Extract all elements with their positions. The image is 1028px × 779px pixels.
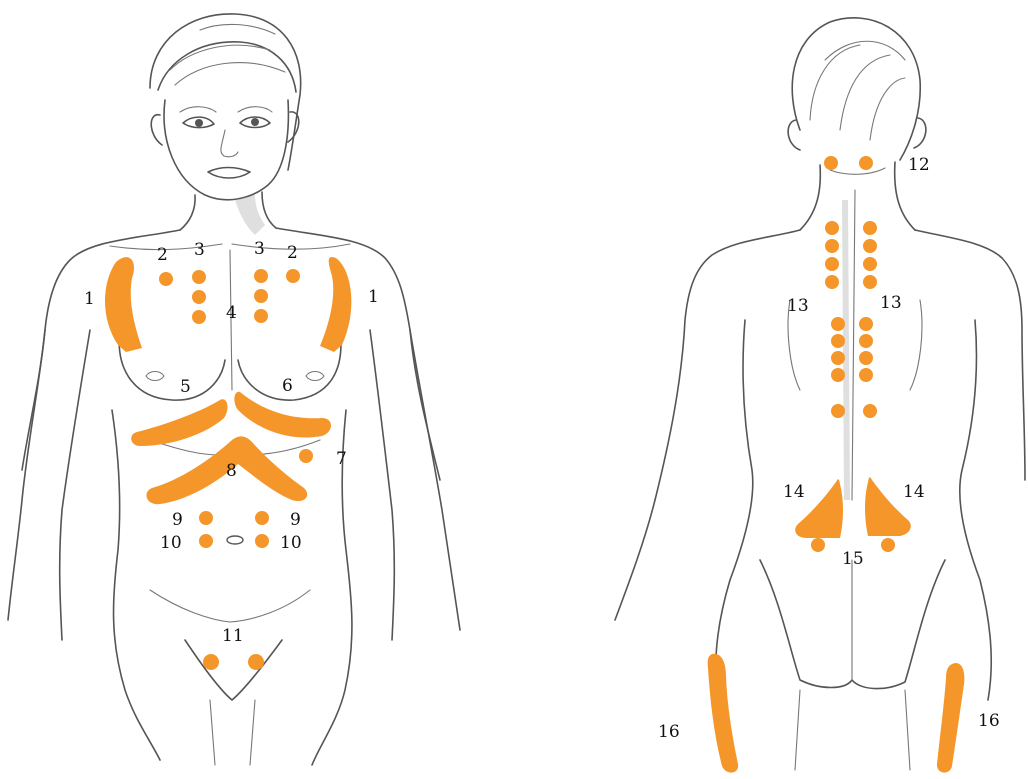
label-5: 5 xyxy=(180,377,191,397)
label-14-right: 14 xyxy=(903,482,925,502)
zone-5 xyxy=(131,399,227,446)
zone-12-left xyxy=(824,156,838,170)
zone-2-left xyxy=(159,272,173,286)
zone-3-left-a xyxy=(192,270,206,284)
back-figure xyxy=(615,18,1025,770)
label-10-right: 10 xyxy=(280,533,302,553)
zone-13-a2 xyxy=(825,239,839,253)
zone-13-e1 xyxy=(831,404,845,418)
zone-10-right xyxy=(255,534,269,548)
zone-13-b1 xyxy=(863,221,877,235)
zone-13-d4 xyxy=(859,368,873,382)
zone-3-right-b xyxy=(254,289,268,303)
label-8: 8 xyxy=(226,461,237,481)
zone-16-left xyxy=(708,654,739,773)
label-16-left: 16 xyxy=(658,722,680,742)
zone-1-right xyxy=(320,257,351,352)
label-10-left: 10 xyxy=(160,533,182,553)
label-16-right: 16 xyxy=(978,711,1000,731)
label-4: 4 xyxy=(226,303,237,323)
label-13-left: 13 xyxy=(787,296,809,316)
back-tender-zones xyxy=(708,156,965,773)
front-figure xyxy=(8,14,460,765)
label-2-left: 2 xyxy=(157,245,168,265)
zone-3-right-a xyxy=(254,269,268,283)
zone-13-c3 xyxy=(831,351,845,365)
label-2-right: 2 xyxy=(287,243,298,263)
zone-7 xyxy=(299,449,313,463)
zone-15-left xyxy=(811,538,825,552)
label-1-right: 1 xyxy=(368,287,379,307)
zone-13-c2 xyxy=(831,334,845,348)
zone-3-left-b xyxy=(192,290,206,304)
zone-13-c1 xyxy=(831,317,845,331)
zone-2-right xyxy=(286,269,300,283)
zone-13-d2 xyxy=(859,334,873,348)
label-14-left: 14 xyxy=(783,482,805,502)
label-11: 11 xyxy=(222,626,244,646)
zone-16-right xyxy=(937,663,964,773)
zone-13-b2 xyxy=(863,239,877,253)
label-1-left: 1 xyxy=(84,289,95,309)
label-6: 6 xyxy=(282,376,293,396)
zone-10-left xyxy=(199,534,213,548)
zone-12-right xyxy=(859,156,873,170)
zone-3-right-c xyxy=(254,309,268,323)
label-3-right: 3 xyxy=(254,239,265,259)
zone-13-e2 xyxy=(863,404,877,418)
zone-11-left xyxy=(203,654,219,670)
zone-13-a4 xyxy=(825,275,839,289)
zone-13-b3 xyxy=(863,257,877,271)
zone-6 xyxy=(234,392,331,438)
label-9-right: 9 xyxy=(290,510,301,530)
label-12: 12 xyxy=(908,155,930,175)
zone-13-d1 xyxy=(859,317,873,331)
zone-15-right xyxy=(881,538,895,552)
label-15: 15 xyxy=(842,549,864,569)
zone-13-c4 xyxy=(831,368,845,382)
label-3-left: 3 xyxy=(194,240,205,260)
zone-13-a3 xyxy=(825,257,839,271)
zone-11-right xyxy=(248,654,264,670)
zone-3-left-c xyxy=(192,310,206,324)
zone-1-left xyxy=(105,257,142,352)
zone-13-d3 xyxy=(859,351,873,365)
zone-13-b4 xyxy=(863,275,877,289)
label-9-left: 9 xyxy=(172,510,183,530)
zone-9-left xyxy=(199,511,213,525)
label-7: 7 xyxy=(336,449,347,469)
label-13-right: 13 xyxy=(880,293,902,313)
zone-13-a1 xyxy=(825,221,839,235)
zone-9-right xyxy=(255,511,269,525)
